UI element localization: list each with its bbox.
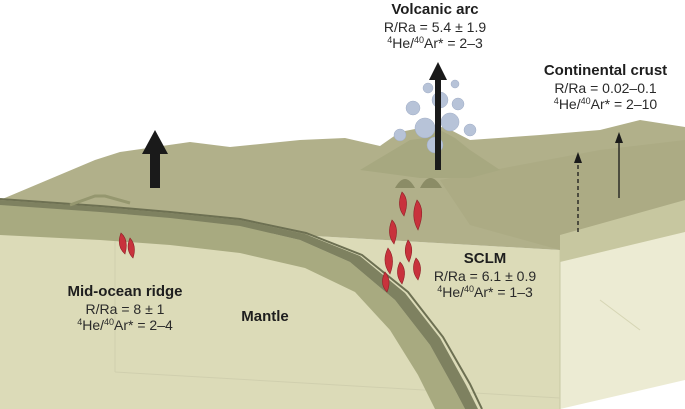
volcanic-arc-ratio: R/Ra = 5.4 ± 1.9 — [350, 19, 520, 36]
continental-crust-he-ar: 4He/40Ar* = 2–10 — [526, 96, 685, 113]
argon-mass-number: 40 — [581, 96, 591, 106]
continental-crust-title: Continental crust — [526, 62, 685, 80]
mid-ocean-ridge-label: Mid-ocean ridge R/Ra = 8 ± 1 4He/40Ar* =… — [50, 283, 200, 334]
sclm-he-ar: 4He/40Ar* = 1–3 — [412, 284, 558, 301]
he-ar-value: Ar* = 2–10 — [591, 96, 658, 112]
mantle-title: Mantle — [225, 308, 305, 326]
he-ar-prefix: He/ — [559, 96, 581, 112]
mid-ocean-ridge-title: Mid-ocean ridge — [50, 283, 200, 301]
volcanic-arc-he-ar: 4He/40Ar* = 2–3 — [350, 35, 520, 52]
continental-crust-label: Continental crust R/Ra = 0.02–0.1 4He/40… — [526, 62, 685, 113]
mid-ocean-ridge-ratio: R/Ra = 8 ± 1 — [50, 301, 200, 318]
volcanic-arc-label: Volcanic arc R/Ra = 5.4 ± 1.9 4He/40Ar* … — [350, 1, 520, 52]
sclm-title: SCLM — [412, 250, 558, 268]
he-ar-value: Ar* = 1–3 — [474, 284, 533, 300]
he-ar-prefix: He/ — [82, 317, 104, 333]
mid-ocean-ridge-he-ar: 4He/40Ar* = 2–4 — [50, 317, 200, 334]
he-ar-value: Ar* = 2–4 — [114, 317, 173, 333]
he-ar-value: Ar* = 2–3 — [424, 35, 483, 51]
mantle-label: Mantle — [225, 308, 305, 326]
argon-mass-number: 40 — [104, 317, 114, 327]
he-ar-prefix: He/ — [392, 35, 414, 51]
sclm-ratio: R/Ra = 6.1 ± 0.9 — [412, 268, 558, 285]
volcanic-arc-title: Volcanic arc — [350, 1, 520, 19]
sclm-label: SCLM R/Ra = 6.1 ± 0.9 4He/40Ar* = 1–3 — [412, 250, 558, 301]
continental-crust-ratio: R/Ra = 0.02–0.1 — [526, 80, 685, 97]
he-ar-prefix: He/ — [442, 284, 464, 300]
argon-mass-number: 40 — [414, 35, 424, 45]
argon-mass-number: 40 — [464, 284, 474, 294]
